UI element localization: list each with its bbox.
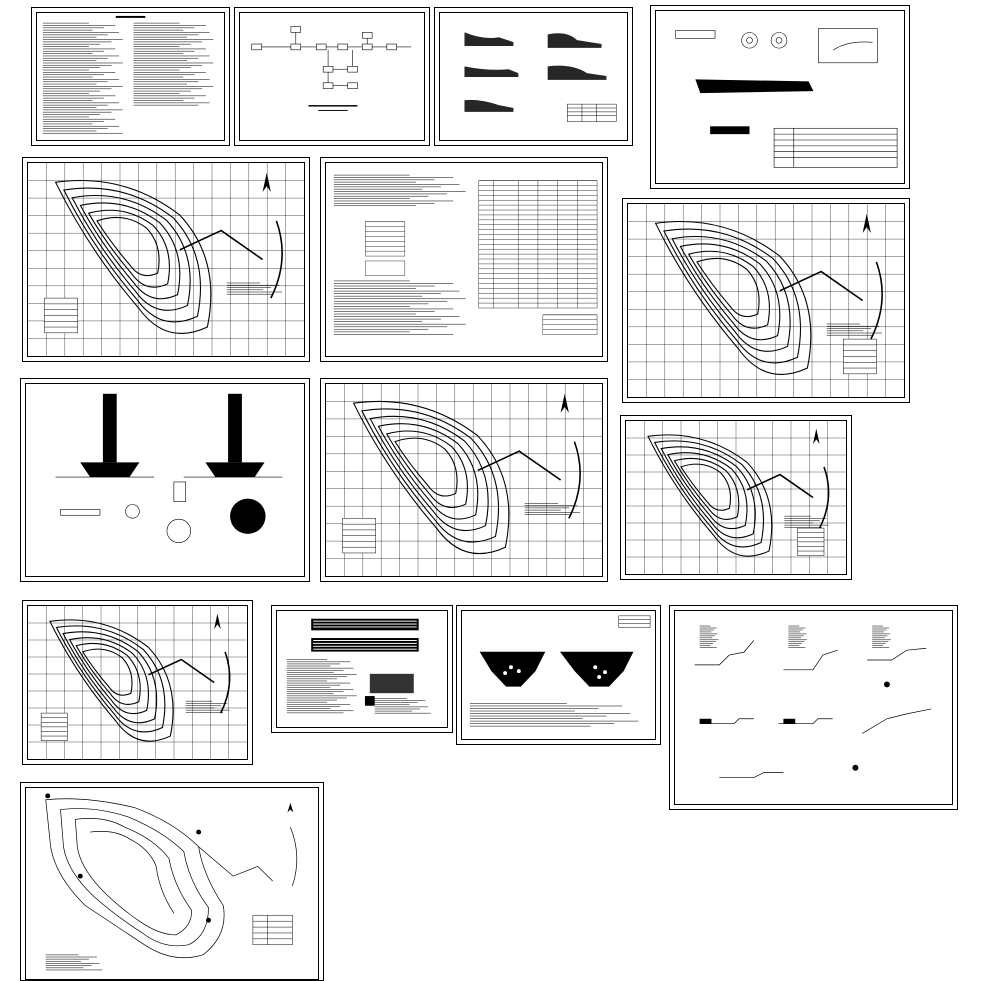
sheet-pipe-details[interactable]	[650, 5, 910, 189]
section-sketches	[464, 32, 617, 122]
process-flow-diagram	[251, 26, 412, 111]
well-detail-drawings	[55, 393, 283, 543]
quantity-tables	[333, 174, 598, 335]
notes-text-block	[42, 15, 214, 134]
sheet-frame	[27, 605, 248, 760]
site-plan-drawing	[28, 163, 304, 356]
site-plan-drawing	[326, 384, 602, 576]
sheet-process-flow[interactable]	[234, 7, 430, 146]
sheet-site-plan-4[interactable]	[620, 415, 852, 580]
material-tables	[286, 618, 431, 714]
sheet-slope-sections[interactable]	[669, 605, 958, 810]
sheet-frame	[325, 383, 603, 577]
sheet-typical-sections[interactable]	[434, 7, 633, 146]
sheet-frame	[461, 610, 656, 740]
sheet-frame	[276, 610, 448, 728]
sheet-frame	[627, 203, 905, 398]
sheet-frame	[674, 610, 953, 805]
drainage-section-drawings	[469, 615, 651, 727]
sheet-quantity-tables[interactable]	[320, 157, 608, 362]
sheet-site-plan-2[interactable]	[622, 198, 910, 403]
sheet-site-plan-5[interactable]	[22, 600, 253, 765]
sheet-frame	[25, 787, 319, 980]
sheet-frame	[239, 12, 425, 141]
site-plan-drawing	[628, 204, 904, 397]
sheet-material-tables[interactable]	[271, 605, 453, 733]
sheet-general-notes[interactable]	[31, 7, 230, 146]
pipe-detail-drawings	[675, 28, 898, 168]
sheet-frame	[655, 10, 905, 184]
slope-section-drawings	[694, 625, 932, 778]
sheet-frame	[25, 383, 305, 577]
sheet-frame	[325, 162, 603, 357]
sheet-well-details[interactable]	[20, 378, 310, 582]
site-plan-overview	[45, 793, 298, 971]
sheet-drainage-sections[interactable]	[456, 605, 661, 745]
sheet-site-plan-1[interactable]	[22, 157, 310, 362]
sheet-frame	[27, 162, 305, 357]
site-plan-drawing	[626, 421, 846, 574]
sheet-site-plan-3[interactable]	[320, 378, 608, 582]
site-plan-drawing	[28, 606, 247, 759]
sheet-site-plan-6[interactable]	[20, 782, 324, 981]
sheet-frame	[439, 12, 628, 141]
sheet-frame	[36, 12, 225, 141]
sheet-frame	[625, 420, 847, 575]
